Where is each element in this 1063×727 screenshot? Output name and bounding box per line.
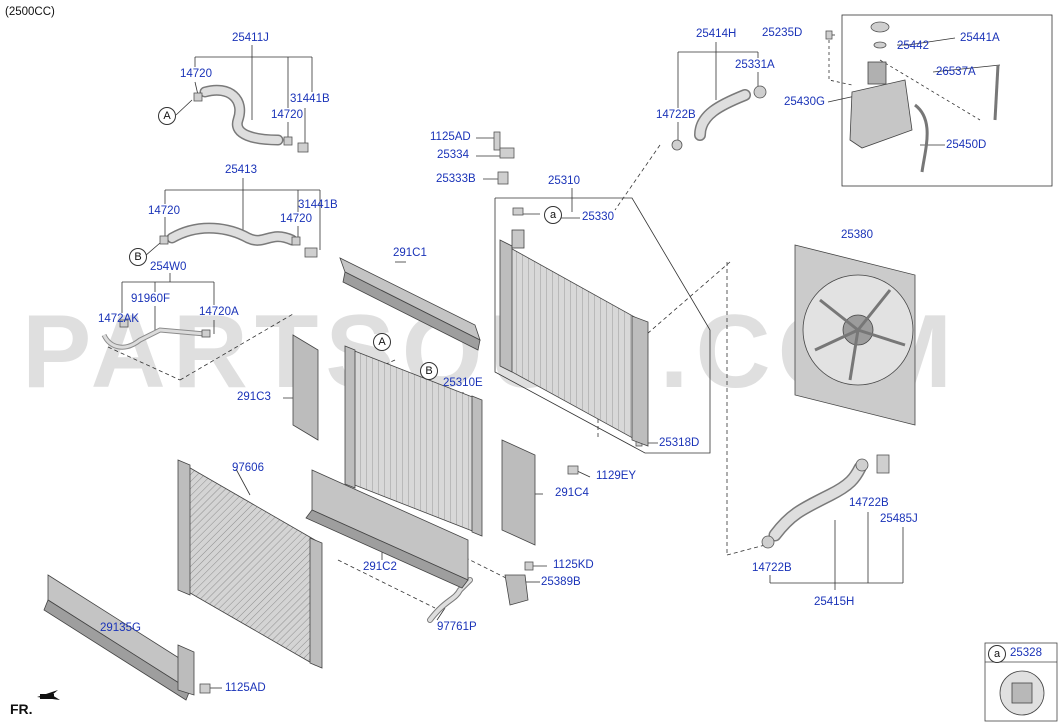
part-291C1[interactable]: 291C1	[393, 247, 427, 259]
part-254W0[interactable]: 254W0	[150, 261, 187, 273]
front-indicator-label: FR.	[10, 701, 33, 717]
part-31441B-1[interactable]: 31441B	[290, 93, 330, 105]
part-14720A[interactable]: 14720A	[199, 306, 239, 318]
part-25318D[interactable]: 25318D	[659, 437, 700, 449]
part-25413[interactable]: 25413	[225, 164, 257, 176]
part-25430G[interactable]: 25430G	[784, 96, 825, 108]
part-25442[interactable]: 25442	[897, 40, 929, 52]
callout-b-circle-1[interactable]: B	[129, 248, 147, 266]
part-1125AD-2[interactable]: 1125AD	[430, 131, 471, 143]
part-25415H[interactable]: 25415H	[814, 596, 855, 608]
callout-a-circle-4[interactable]: a	[988, 645, 1006, 663]
part-291C3[interactable]: 291C3	[237, 391, 271, 403]
part-31441B-2[interactable]: 31441B	[298, 199, 338, 211]
part-25328[interactable]: 25328	[1010, 647, 1042, 659]
part-25331A[interactable]: 25331A	[735, 59, 775, 71]
part-25380[interactable]: 25380	[841, 229, 873, 241]
variant-label: (2500CC)	[5, 6, 55, 18]
part-14720-2[interactable]: 14720	[271, 109, 303, 121]
part-26537A[interactable]: 26537A	[936, 66, 976, 78]
part-1129EY[interactable]: 1129EY	[596, 470, 637, 482]
callout-a-circle-1[interactable]: A	[158, 107, 176, 125]
part-25450D[interactable]: 25450D	[946, 139, 987, 151]
part-1125AD-1[interactable]: 1125AD	[225, 682, 266, 694]
part-25235D[interactable]: 25235D	[762, 27, 803, 39]
callout-a-circle-2[interactable]: A	[373, 333, 391, 351]
part-14720-3[interactable]: 14720	[148, 205, 180, 217]
part-1125KD[interactable]: 1125KD	[553, 559, 594, 571]
part-97761P[interactable]: 97761P	[437, 621, 477, 633]
part-25330[interactable]: 25330	[582, 211, 614, 223]
part-25310[interactable]: 25310	[548, 175, 580, 187]
callout-a-circle-3[interactable]: a	[544, 206, 562, 224]
part-25411J[interactable]: 25411J	[232, 32, 269, 44]
part-25333B[interactable]: 25333B	[436, 173, 476, 185]
part-25485J[interactable]: 25485J	[880, 513, 918, 525]
part-25414H[interactable]: 25414H	[696, 28, 737, 40]
part-14722B-1[interactable]: 14722B	[656, 109, 696, 121]
part-14720-1[interactable]: 14720	[180, 68, 212, 80]
part-25389B[interactable]: 25389B	[541, 576, 581, 588]
part-25310E[interactable]: 25310E	[443, 377, 483, 389]
part-14722B-2[interactable]: 14722B	[849, 497, 889, 509]
part-97606[interactable]: 97606	[232, 462, 264, 474]
part-291C4[interactable]: 291C4	[555, 487, 589, 499]
part-25441A[interactable]: 25441A	[960, 32, 1000, 44]
part-291C2[interactable]: 291C2	[363, 561, 397, 573]
part-25334[interactable]: 25334	[437, 149, 469, 161]
part-1472AK[interactable]: 1472AK	[98, 313, 139, 325]
part-14720-4[interactable]: 14720	[280, 213, 312, 225]
part-29135G[interactable]: 29135G	[100, 622, 141, 634]
part-91960F[interactable]: 91960F	[131, 293, 171, 305]
part-14722B-3[interactable]: 14722B	[752, 562, 792, 574]
callout-b-circle-2[interactable]: B	[420, 362, 438, 380]
